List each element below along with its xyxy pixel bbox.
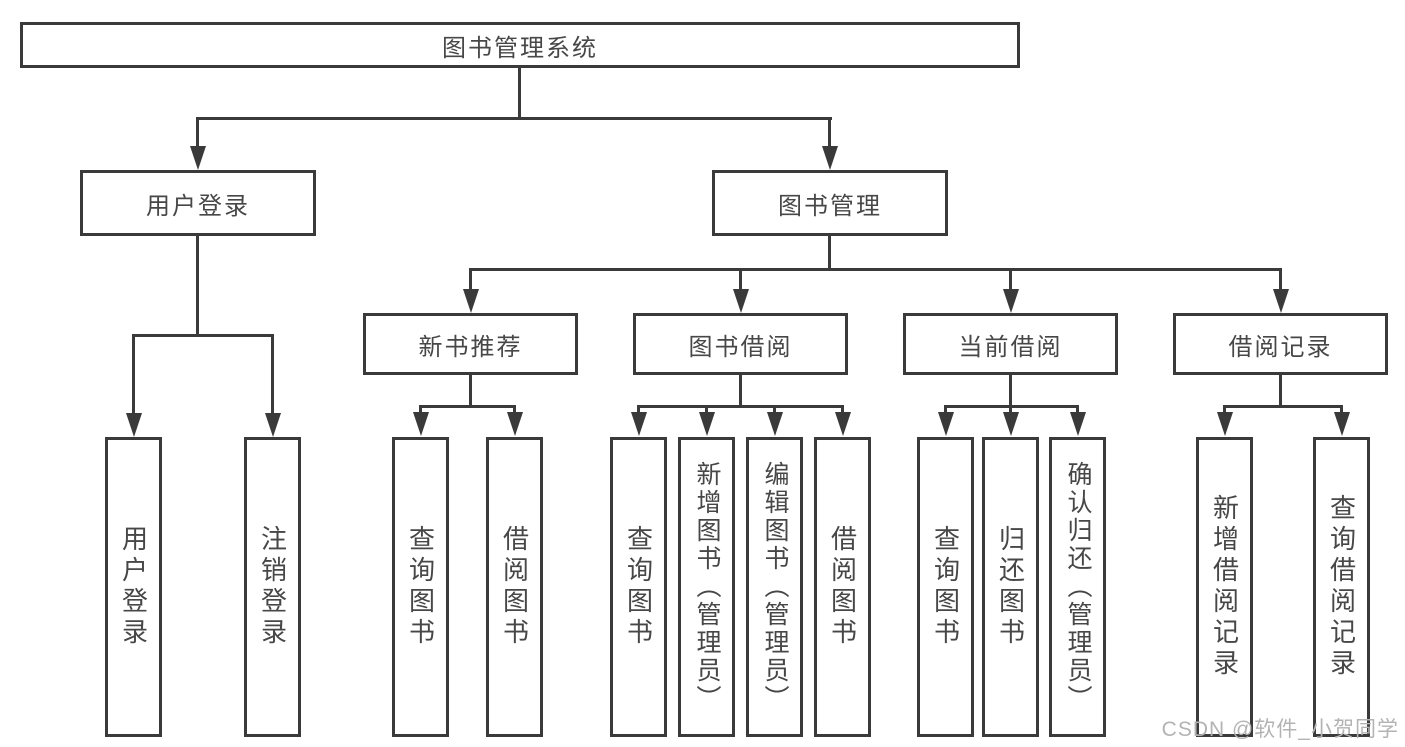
node-leaf-logout-label: 注销登录: [257, 525, 288, 649]
node-new-books: 新书推荐: [363, 313, 578, 375]
node-leaf-cb-query-books: 查询图书: [917, 437, 974, 737]
node-borrow-records: 借阅记录: [1173, 313, 1388, 375]
node-user-login: 用户登录: [80, 170, 316, 236]
connector-user-login-hline: [132, 334, 274, 337]
node-leaf-logout: 注销登录: [244, 437, 301, 737]
node-root: 图书管理系统: [20, 22, 1020, 68]
node-book-borrow-label: 图书借阅: [688, 333, 793, 361]
connector-arrow-book-mgmt: [821, 117, 838, 170]
node-leaf-cb-confirm-return-admin: 确认归还（管理员）: [1049, 437, 1106, 737]
connector-borrow-records-hline: [1223, 405, 1343, 408]
connector-arrow-cb-query: [937, 405, 954, 436]
node-leaf-nb-borrow-books-label: 借阅图书: [499, 525, 530, 649]
connector-arrow-user-login: [189, 117, 206, 170]
connector-arrow-cb-return: [1002, 405, 1019, 436]
node-leaf-nb-query-books: 查询图书: [392, 437, 449, 737]
node-leaf-bb-add-books-admin-label: 新增图书（管理员）: [693, 461, 721, 713]
node-user-login-label: 用户登录: [146, 192, 250, 220]
connector-arrow-book-borrow: [732, 268, 749, 313]
connector-arrow-bb-borrow: [834, 405, 851, 436]
connector-arrow-new-books: [462, 268, 479, 313]
connector-borrow-records-stub: [1279, 375, 1282, 408]
node-leaf-cb-query-books-label: 查询图书: [930, 525, 961, 649]
connector-arrow-bb-add: [698, 405, 715, 436]
node-book-mgmt-label: 图书管理: [778, 192, 882, 220]
node-leaf-nb-borrow-books: 借阅图书: [486, 437, 543, 737]
node-root-label: 图书管理系统: [442, 34, 598, 62]
node-leaf-br-query-record-label: 查询借阅记录: [1326, 494, 1357, 680]
node-current-borrow-label: 当前借阅: [958, 333, 1063, 361]
node-leaf-cb-return-books: 归还图书: [982, 437, 1039, 737]
node-leaf-bb-edit-books-admin-label: 编辑图书（管理员）: [761, 461, 789, 713]
connector-arrow-bb-query: [630, 405, 647, 436]
connector-user-login-stub: [196, 236, 199, 337]
node-leaf-br-add-record-label: 新增借阅记录: [1209, 494, 1240, 680]
node-new-books-label: 新书推荐: [418, 333, 523, 361]
node-leaf-bb-borrow-books-label: 借阅图书: [827, 525, 858, 649]
connector-book-mgmt-hline: [469, 268, 1282, 271]
node-leaf-bb-add-books-admin: 新增图书（管理员）: [678, 437, 735, 737]
node-leaf-bb-borrow-books: 借阅图书: [814, 437, 871, 737]
connector-arrow-cb-confirm: [1069, 405, 1086, 436]
node-leaf-user-login: 用户登录: [105, 437, 162, 737]
node-borrow-records-label: 借阅记录: [1228, 333, 1333, 361]
connector-root-hline: [196, 117, 832, 120]
node-leaf-bb-edit-books-admin: 编辑图书（管理员）: [746, 437, 803, 737]
node-leaf-cb-return-books-label: 归还图书: [995, 525, 1026, 649]
connector-root-stub: [518, 68, 521, 120]
connector-arrow-logout-leaf: [264, 334, 281, 437]
connector-new-books-hline: [419, 405, 516, 408]
node-current-borrow: 当前借阅: [903, 313, 1118, 375]
connector-arrow-nb-query: [412, 405, 429, 436]
connector-arrow-br-add: [1216, 405, 1233, 436]
node-leaf-user-login-label: 用户登录: [118, 525, 149, 649]
node-leaf-bb-query-books: 查询图书: [610, 437, 667, 737]
node-leaf-cb-confirm-return-admin-label: 确认归还（管理员）: [1064, 461, 1092, 713]
node-leaf-bb-query-books-label: 查询图书: [623, 525, 654, 649]
node-leaf-nb-query-books-label: 查询图书: [405, 525, 436, 649]
connector-current-borrow-stub: [1009, 375, 1012, 408]
connector-arrow-br-query: [1333, 405, 1350, 436]
connector-new-books-stub: [469, 375, 472, 408]
node-leaf-br-add-record: 新增借阅记录: [1196, 437, 1253, 737]
connector-book-borrow-stub: [739, 375, 742, 408]
node-book-borrow: 图书借阅: [633, 313, 848, 375]
node-leaf-br-query-record: 查询借阅记录: [1313, 437, 1370, 737]
connector-arrow-bb-edit: [766, 405, 783, 436]
connector-arrow-nb-borrow: [506, 405, 523, 436]
connector-arrow-current-borrow: [1002, 268, 1019, 313]
csdn-watermark: CSDN @软件_小贺同学: [1161, 718, 1399, 741]
connector-book-mgmt-stub: [828, 236, 831, 271]
connector-book-borrow-hline: [637, 405, 844, 408]
connector-arrow-borrow-records: [1272, 268, 1289, 313]
node-book-mgmt: 图书管理: [712, 170, 948, 236]
connector-arrow-login-leaf: [125, 334, 142, 437]
